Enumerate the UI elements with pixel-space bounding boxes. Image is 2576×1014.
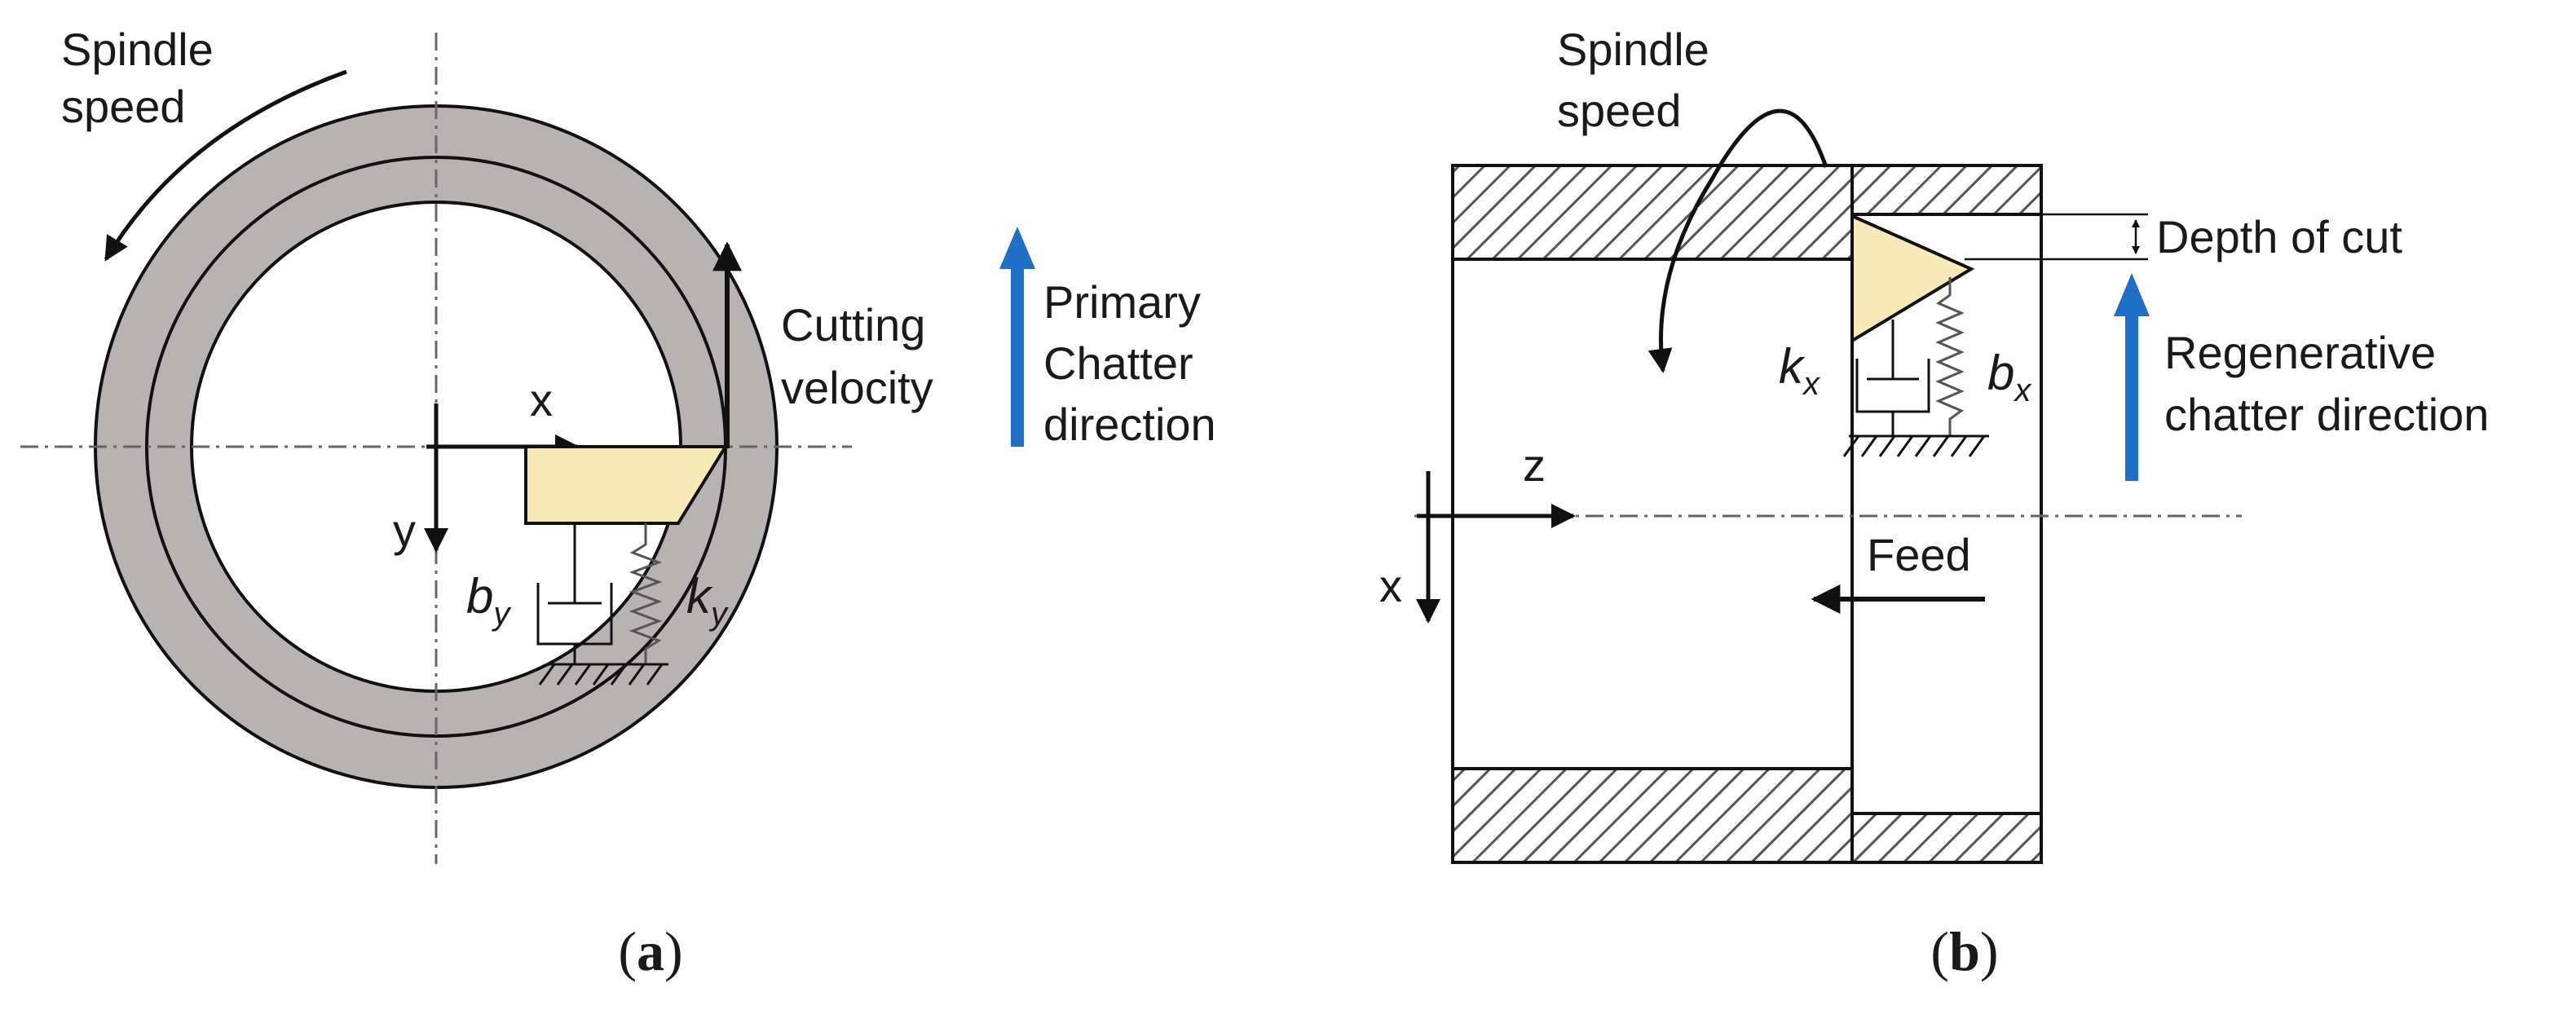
damper-by-label: by — [466, 569, 512, 632]
spindle-speed-b-arrow — [1647, 108, 1828, 373]
top-wall-hatched-right — [1850, 164, 2043, 216]
regenerative-chatter-arrow-head — [2114, 273, 2150, 316]
primary-chatter-label-line3: direction — [1043, 399, 1216, 450]
spring-ky — [629, 523, 663, 664]
axis-y-label: y — [393, 505, 416, 556]
primary-chatter-arrow-head — [999, 227, 1035, 269]
spindle-speed-arrow — [104, 69, 347, 262]
damper-bx-label: bx — [1987, 346, 2032, 408]
regenerative-chatter-label-line2: chatter direction — [2164, 389, 2489, 440]
cutting-velocity-label-line1: Cutting — [781, 299, 925, 350]
primary-chatter-label-line1: Primary — [1043, 276, 1201, 328]
panel-a: Spindle speed x y Cutting velocity — [20, 24, 1216, 982]
bottom-wall-hatched-right — [1850, 812, 2043, 864]
cutting-tool — [524, 445, 729, 525]
damper-kx — [1855, 320, 1930, 436]
damper-by — [536, 523, 613, 664]
top-wall-hatched-left — [1451, 164, 1854, 261]
spindle-speed-b-line2: speed — [1557, 85, 1682, 136]
axis-x-b-label: x — [1379, 560, 1402, 611]
ground-a — [538, 663, 668, 686]
spindle-speed-label-line2: speed — [61, 81, 186, 132]
axis-z-label: z — [1523, 439, 1546, 491]
spring-bx — [1935, 277, 1965, 436]
panel-b: Spindle speed Depth of cut — [1379, 24, 2489, 982]
spring-kx-label: kx — [1779, 339, 1821, 402]
cutting-tool-b — [1850, 213, 1975, 344]
depth-of-cut-label: Depth of cut — [2156, 211, 2402, 262]
feed-label: Feed — [1867, 529, 1971, 580]
caption-a: (a) — [618, 920, 682, 982]
primary-chatter-label-line2: Chatter — [1043, 337, 1193, 389]
regenerative-chatter-label-line1: Regenerative — [2164, 327, 2436, 378]
spindle-speed-b-line1: Spindle — [1557, 24, 1709, 75]
bottom-wall-hatched-left — [1451, 767, 1854, 864]
cutting-velocity-label-line2: velocity — [781, 362, 933, 413]
ground-b — [1842, 434, 1989, 457]
caption-b: (b) — [1930, 920, 1998, 982]
spring-ky-label: ky — [686, 569, 730, 632]
axis-x-label: x — [530, 374, 553, 425]
spindle-speed-label-line1: Spindle — [61, 24, 214, 75]
